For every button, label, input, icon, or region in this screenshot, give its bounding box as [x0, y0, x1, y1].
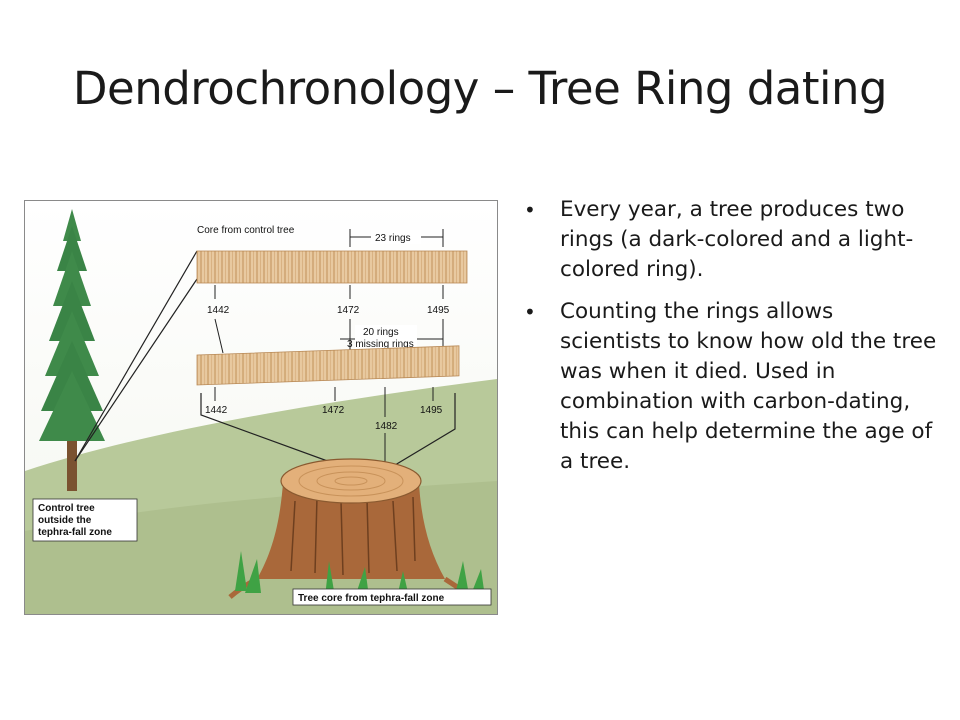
bullet-text: Every year, a tree produces two rings (a… [560, 197, 914, 282]
stump-label-box [292, 588, 492, 606]
tree-stump [228, 458, 477, 602]
year-label: 1495 [427, 305, 450, 316]
bullet-item: • Counting the rings allows scientists t… [520, 297, 940, 477]
core-label: Core from control tree [197, 225, 295, 236]
stump-label: Tree core from tephra-fall zone [298, 593, 445, 604]
control-label-line2: outside the [38, 515, 92, 526]
bullet-dot-icon: • [524, 300, 536, 324]
year-label: 1442 [205, 405, 228, 416]
rings-top-bg [371, 230, 421, 244]
rings-mid-label: 20 rings [363, 327, 399, 338]
missing-rings-label: 3 missing rings [347, 339, 414, 350]
arrow-line [214, 318, 224, 354]
connector-line [200, 393, 356, 472]
slide-title: Dendrochronology – Tree Ring dating [72, 62, 888, 115]
year-label: 1472 [337, 305, 360, 316]
tree-ring-figure: Control tree outside the tephra-fall zon… [24, 200, 498, 615]
connector-line [74, 250, 198, 462]
bullet-list: • Every year, a tree produces two rings … [520, 195, 940, 489]
control-tree [39, 209, 105, 491]
rings-top-label: 23 rings [375, 233, 411, 244]
bullet-text: Counting the rings allows scientists to … [560, 299, 937, 474]
year-label: 1495 [420, 405, 443, 416]
control-label-box [32, 498, 138, 542]
core-top [196, 250, 468, 284]
tree-ring-diagram: Control tree outside the tephra-fall zon… [25, 201, 497, 614]
year-label: 1482 [375, 421, 398, 432]
connector-line [74, 278, 198, 462]
core-bottom [196, 345, 460, 386]
control-label-line1: Control tree [38, 503, 95, 514]
year-label: 1472 [322, 405, 345, 416]
bullet-item: • Every year, a tree produces two rings … [520, 195, 940, 285]
bullet-dot-icon: • [524, 198, 536, 222]
year-label: 1442 [207, 305, 230, 316]
control-label-line3: tephra-fall zone [38, 527, 112, 538]
